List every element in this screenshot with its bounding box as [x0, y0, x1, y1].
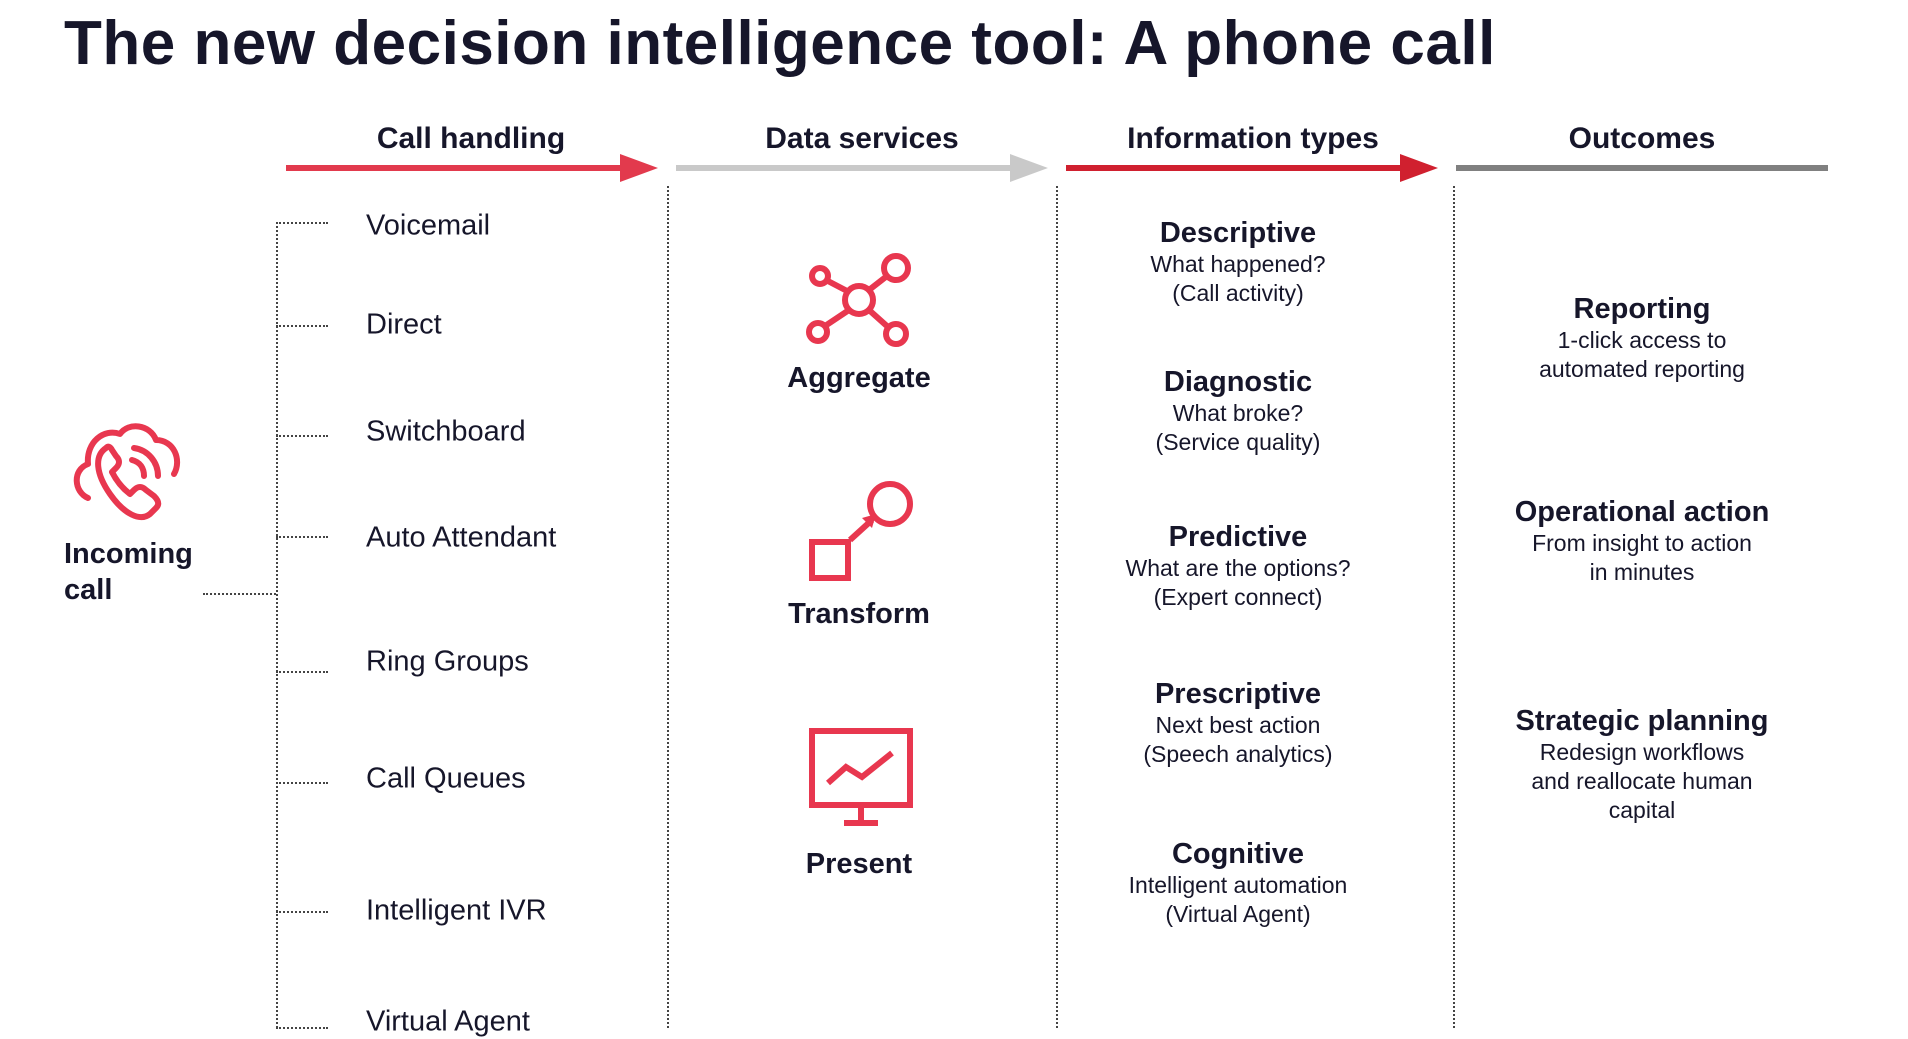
branch-connector: [276, 671, 328, 673]
info-type-descriptive: Descriptive What happened? (Call activit…: [1058, 216, 1418, 308]
branch-connector: [276, 782, 328, 784]
column-header-call-handling: Call handling: [376, 122, 566, 155]
call-handling-item-voicemail: Voicemail: [366, 209, 491, 242]
branch-connector: [276, 435, 328, 437]
info-type-question: What broke?: [1172, 400, 1304, 426]
column-divider: [1056, 186, 1058, 1028]
outcome-line: From insight to action: [1532, 530, 1752, 556]
info-type-question: What are the options?: [1125, 555, 1351, 581]
info-type-question: What happened?: [1150, 251, 1326, 277]
call-handling-item-direct: Direct: [366, 308, 442, 341]
incoming-connector: [203, 593, 276, 595]
call-handling-item-switchboard: Switchboard: [366, 415, 526, 448]
outcome-line: capital: [1608, 797, 1676, 823]
column-divider: [1453, 186, 1455, 1028]
info-type-question: Next best action: [1155, 712, 1321, 738]
outcome-line: in minutes: [1589, 559, 1695, 585]
info-type-example: (Expert connect): [1153, 584, 1323, 610]
call-handling-arrow: [286, 165, 622, 171]
info-type-title: Descriptive: [1159, 217, 1317, 249]
info-type-title: Diagnostic: [1163, 366, 1313, 398]
info-type-question: Intelligent automation: [1128, 872, 1348, 898]
column-header-outcomes: Outcomes: [1568, 122, 1716, 155]
column-divider: [667, 186, 669, 1028]
branch-connector: [276, 536, 328, 538]
call-handling-item-virtual-agent: Virtual Agent: [366, 1005, 530, 1038]
data-service-aggregate: Aggregate: [787, 362, 931, 394]
info-type-example: (Service quality): [1155, 429, 1321, 455]
information-types-arrowhead: [1400, 154, 1438, 182]
info-type-title: Cognitive: [1171, 838, 1305, 870]
outcome-line: 1-click access to: [1557, 327, 1727, 353]
info-type-title: Prescriptive: [1154, 678, 1322, 710]
call-handling-item-call-queues: Call Queues: [366, 762, 526, 795]
info-type-cognitive: Cognitive Intelligent automation (Virtua…: [1058, 837, 1418, 929]
info-type-example: (Speech analytics): [1143, 741, 1333, 767]
info-type-predictive: Predictive What are the options? (Expert…: [1058, 520, 1418, 612]
outcome-title: Reporting: [1573, 293, 1711, 325]
incoming-call-label-line2: call: [64, 574, 113, 606]
data-services-arrowhead: [1010, 154, 1048, 182]
outcome-title: Operational action: [1514, 496, 1770, 528]
outcome-operational-action: Operational action From insight to actio…: [1462, 495, 1822, 587]
outcomes-bar: [1456, 165, 1828, 171]
call-handling-item-ring-groups: Ring Groups: [366, 645, 529, 678]
info-type-prescriptive: Prescriptive Next best action (Speech an…: [1058, 677, 1418, 769]
cloud-phone-icon: [73, 423, 181, 521]
info-type-diagnostic: Diagnostic What broke? (Service quality): [1058, 365, 1418, 457]
branch-connector: [276, 1027, 328, 1029]
information-types-arrow: [1066, 165, 1402, 171]
branch-connector: [276, 325, 328, 327]
info-type-example: (Virtual Agent): [1165, 901, 1311, 927]
outcome-title: Strategic planning: [1515, 705, 1769, 737]
transform-arrow-icon: [809, 481, 913, 581]
call-handling-item-auto-attendant: Auto Attendant: [366, 521, 557, 554]
data-service-transform: Transform: [788, 598, 930, 630]
monitor-chart-icon: [809, 728, 913, 826]
call-handling-item-intelligent-ivr: Intelligent IVR: [366, 894, 547, 927]
outcome-line: and reallocate human: [1531, 768, 1753, 794]
network-nodes-icon: [806, 253, 911, 347]
incoming-call-label: Incoming call: [64, 536, 193, 608]
info-type-example: (Call activity): [1172, 280, 1304, 306]
data-service-present: Present: [805, 848, 913, 880]
incoming-call-label-line1: Incoming: [64, 538, 193, 570]
outcome-strategic-planning: Strategic planning Redesign workflows an…: [1462, 704, 1822, 825]
column-header-data-services: Data services: [765, 122, 959, 155]
page-title: The new decision intelligence tool: A ph…: [64, 9, 1496, 78]
column-header-information-types: Information types: [1127, 122, 1379, 155]
outcome-line: automated reporting: [1539, 356, 1745, 382]
info-type-title: Predictive: [1168, 521, 1308, 553]
call-handling-arrowhead: [620, 154, 658, 182]
outcome-reporting: Reporting 1-click access to automated re…: [1462, 292, 1822, 384]
branch-connector: [276, 222, 328, 224]
outcome-line: Redesign workflows: [1539, 739, 1745, 765]
call-handling-trunk: [276, 222, 278, 1028]
data-services-arrow: [676, 165, 1012, 171]
branch-connector: [276, 911, 328, 913]
